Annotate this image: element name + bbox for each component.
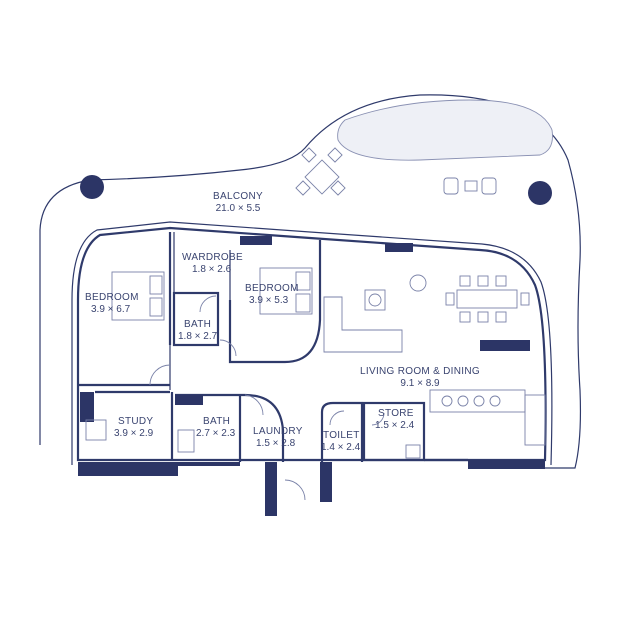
glazing-bar-2 [385,243,413,252]
door-swings [149,295,385,501]
dims-laundry: 1.5 × 2.8 [256,438,296,449]
dims-bath-1: 1.8 × 2.7 [178,331,218,342]
label-bedroom-1: BEDROOM [85,292,139,303]
store-box [405,444,421,459]
label-living-dining: LIVING ROOM & DINING [360,366,480,377]
label-bedroom-2: BEDROOM [245,283,299,294]
label-wardrobe: WARDROBE [182,252,243,263]
label-bath-1: BATH [184,319,211,330]
living-sofa [323,289,403,353]
dims-wardrobe: 1.8 × 2.6 [192,264,232,275]
dining-set [409,274,530,323]
balcony-planter-right [528,181,552,205]
dims-bedroom-1: 3.9 × 6.7 [91,304,131,315]
bedroom-1-bed [111,271,165,321]
dims-bedroom-2: 3.9 × 5.3 [249,295,289,306]
label-store: STORE [378,408,414,419]
label-laundry: LAUNDRY [253,426,303,437]
bedroom-2-bed [259,267,313,315]
dims-balcony: 21.0 × 5.5 [216,203,261,214]
label-balcony: BALCONY [213,191,263,202]
balcony-lounge-set [443,177,497,195]
kitchen-island [480,340,530,351]
dims-study: 3.9 × 2.9 [114,428,154,439]
dims-bath-2: 2.7 × 2.3 [196,428,236,439]
building-envelope-inner [71,221,553,466]
bath-vanity [177,429,195,453]
label-bath-2: BATH [203,416,230,427]
label-toilet: TOILET [323,430,360,441]
building-envelope [76,226,547,462]
balcony-dining-set [295,147,346,196]
dims-toilet: 1.4 × 2.4 [321,442,361,453]
kitchen-counter [429,389,546,446]
dims-living-dining: 9.1 × 8.9 [400,378,440,389]
dims-store: 1.5 × 2.4 [375,420,415,431]
balcony-planter-left [80,175,104,199]
study-desk [85,419,107,441]
planter-hatch [337,99,553,161]
glazing-bar-1 [240,236,272,245]
balcony-outline [39,94,582,469]
label-study: STUDY [118,416,153,427]
interior-walls [78,232,545,516]
